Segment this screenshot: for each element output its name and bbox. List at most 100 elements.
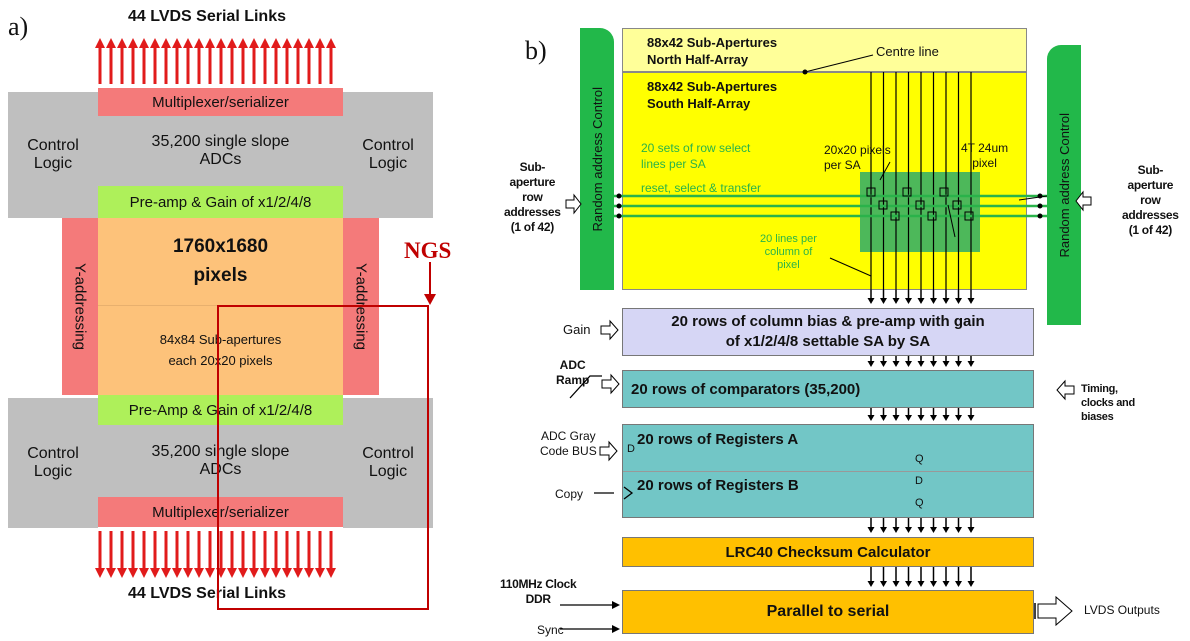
data-flow-arrowhead bbox=[867, 581, 875, 587]
lvds-arrow-down-head bbox=[249, 568, 259, 578]
lvds-arrow-down-head bbox=[271, 568, 281, 578]
annotation-leaders bbox=[802, 54, 1048, 277]
data-flow-arrowhead bbox=[892, 298, 900, 304]
lvds-arrow-down-head bbox=[315, 568, 325, 578]
row-select-node bbox=[616, 193, 622, 199]
row-select-node bbox=[616, 203, 622, 209]
lvds-outputs-label: LVDS Outputs bbox=[1084, 603, 1160, 617]
subaperture-block: 84x84 Sub-apertures each 20x20 pixels bbox=[98, 306, 343, 395]
random-address-control-left: Random address Control bbox=[580, 28, 614, 290]
lvds-arrow-down-head bbox=[304, 568, 314, 578]
data-flow-arrowhead bbox=[917, 298, 925, 304]
registers-a-q-pin: Q bbox=[915, 453, 924, 465]
top-lvds-arrow-group bbox=[95, 38, 336, 84]
lvds-arrow-down-head bbox=[227, 568, 237, 578]
data-flow-arrowhead bbox=[930, 298, 937, 304]
data-flow-arrow-group bbox=[867, 290, 975, 587]
control-logic-top-left: Control Logic bbox=[8, 92, 98, 218]
data-flow-arrowhead bbox=[955, 527, 962, 533]
data-flow-arrowhead bbox=[867, 415, 875, 421]
registers-block: 20 rows of Registers A 20 rows of Regist… bbox=[622, 424, 1034, 518]
data-flow-arrowhead bbox=[892, 415, 900, 421]
checksum-block: LRC40 Checksum Calculator bbox=[622, 537, 1034, 567]
lvds-arrow-down-head bbox=[150, 568, 160, 578]
lvds-arrow-up-head bbox=[95, 38, 105, 48]
data-flow-arrowhead bbox=[930, 527, 937, 533]
registers-b-q-pin: Q bbox=[915, 497, 924, 509]
south-half-array-label: 88x42 Sub-Apertures South Half-Array bbox=[647, 79, 778, 111]
data-flow-arrowhead bbox=[942, 298, 950, 304]
lvds-arrow-down-head bbox=[106, 568, 116, 578]
parallel-to-serial-block: Parallel to serial bbox=[622, 590, 1034, 634]
data-flow-arrowhead bbox=[892, 361, 900, 367]
lvds-arrow-up-head bbox=[282, 38, 292, 48]
timing-hollow-arrow bbox=[1056, 379, 1075, 401]
registers-a-d-pin: D bbox=[627, 443, 635, 455]
adc-ramp-hollow-arrow bbox=[601, 373, 620, 395]
lvds-arrow-up-head bbox=[183, 38, 193, 48]
subap-addresses-right-label: Sub- aperture row addresses (1 of 42) bbox=[1122, 163, 1179, 237]
pixel-square bbox=[915, 200, 925, 210]
lvds-arrow-down-head bbox=[326, 568, 336, 578]
data-flow-arrowhead bbox=[880, 361, 887, 367]
ngs-region-outline bbox=[217, 305, 429, 610]
data-flow-arrowhead bbox=[955, 581, 962, 587]
data-flow-arrowhead bbox=[892, 527, 900, 533]
centre-line-label: Centre line bbox=[876, 44, 939, 59]
data-flow-arrowhead bbox=[967, 581, 975, 587]
data-flow-arrowhead bbox=[880, 581, 887, 587]
lvds-arrow-up-head bbox=[271, 38, 281, 48]
data-flow-arrowhead bbox=[942, 581, 950, 587]
pixel-square bbox=[964, 211, 974, 221]
row-select-label: 20 sets of row select lines per SA bbox=[641, 141, 751, 171]
pixel-array-block: 1760x1680 pixels bbox=[98, 218, 343, 306]
registers-b-d-pin: D bbox=[915, 475, 923, 487]
data-flow-arrowhead bbox=[917, 415, 925, 421]
data-flow-arrowhead bbox=[967, 361, 975, 367]
lvds-arrow-down-head bbox=[128, 568, 138, 578]
data-flow-arrowhead bbox=[867, 298, 875, 304]
lvds-arrow-up-head bbox=[161, 38, 171, 48]
registers-a-label: 20 rows of Registers A bbox=[637, 431, 799, 448]
adc-ramp-label: ADC Ramp bbox=[556, 358, 590, 387]
lvds-arrow-down-head bbox=[161, 568, 171, 578]
data-flow-arrowhead bbox=[880, 527, 887, 533]
pixels-per-sa-label: 20x20 pixels per SA bbox=[824, 143, 891, 172]
control-logic-top-right: Control Logic bbox=[343, 92, 433, 218]
pixel-square bbox=[927, 211, 937, 221]
lvds-arrow-up-head bbox=[216, 38, 226, 48]
pixel-square bbox=[878, 200, 888, 210]
lvds-arrow-up-head bbox=[249, 38, 259, 48]
lvds-arrow-up-head bbox=[172, 38, 182, 48]
bottom-lvds-links-label: 44 LVDS Serial Links bbox=[128, 585, 286, 602]
data-flow-arrowhead bbox=[905, 361, 912, 367]
data-flow-arrowhead bbox=[917, 527, 925, 533]
lvds-arrow-down-head bbox=[95, 568, 105, 578]
lvds-arrow-down-head bbox=[282, 568, 292, 578]
data-flow-arrowhead bbox=[967, 527, 975, 533]
lvds-out-hollow-arrow bbox=[1037, 595, 1073, 627]
lvds-arrow-up-head bbox=[238, 38, 248, 48]
top-lvds-links-label: 44 LVDS Serial Links bbox=[128, 8, 286, 25]
preamp-gain-top: Pre-amp & Gain of x1/2/4/8 bbox=[98, 186, 343, 218]
bottom-lvds-arrow-group bbox=[95, 531, 336, 578]
lvds-arrow-up-head bbox=[293, 38, 303, 48]
lvds-arrow-down-head bbox=[238, 568, 248, 578]
timing-clocks-label: Timing, clocks and biases bbox=[1081, 383, 1135, 423]
column-bias-preamp-block: 20 rows of column bias & pre-amp with ga… bbox=[622, 308, 1034, 356]
data-flow-arrowhead bbox=[917, 361, 925, 367]
gain-hollow-arrow bbox=[600, 319, 619, 341]
multiplexer-bottom: Multiplexer/serializer bbox=[98, 497, 343, 527]
preamp-gain-bottom: Pre-Amp & Gain of x1/2/4/8 bbox=[98, 395, 343, 425]
data-flow-arrowhead bbox=[880, 298, 887, 304]
data-flow-arrowhead bbox=[942, 361, 950, 367]
adc-block-top: 35,200 single slope ADCs bbox=[98, 116, 343, 186]
sync-label: Sync bbox=[537, 623, 564, 637]
lvds-arrow-up-head bbox=[150, 38, 160, 48]
pixel-square bbox=[890, 211, 900, 221]
panel-a-label: a) bbox=[8, 12, 29, 41]
copy-label: Copy bbox=[555, 487, 584, 501]
